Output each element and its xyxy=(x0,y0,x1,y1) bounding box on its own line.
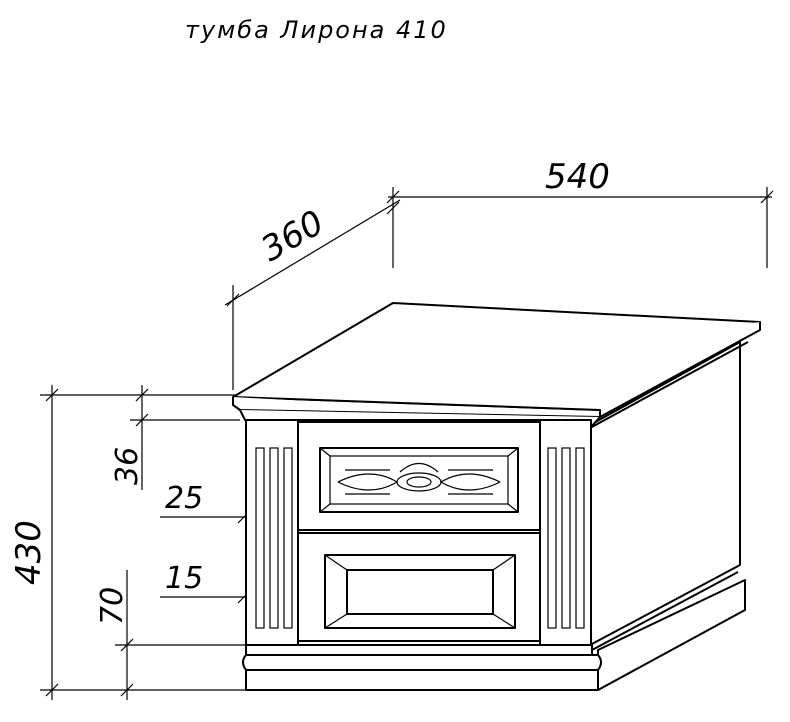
dimension-width-label: 540 xyxy=(545,157,610,197)
dimension-plinth-label: 70 xyxy=(95,587,130,625)
front-plinth xyxy=(242,644,602,691)
ornament-decoration xyxy=(337,462,501,495)
dimension-top-label: 36 xyxy=(110,447,145,485)
dimension-height: 430 xyxy=(9,385,245,700)
drawer-bottom xyxy=(297,532,541,642)
dimension-inset-label: 15 xyxy=(165,561,203,596)
drawing-title: тумба Лирона 410 xyxy=(185,16,448,44)
dimension-depth-label: 360 xyxy=(255,203,331,270)
dimension-height-label: 430 xyxy=(9,520,49,585)
dimension-inset: 15 xyxy=(160,561,262,604)
drawer-top xyxy=(297,421,541,531)
dimension-gap: 25 xyxy=(160,481,260,524)
dimension-plinth: 70 xyxy=(95,570,245,700)
dimension-gap-label: 25 xyxy=(165,481,203,516)
dimension-top: 36 xyxy=(110,385,240,490)
dimension-width: 540 xyxy=(386,157,774,268)
cabinet xyxy=(232,302,761,691)
